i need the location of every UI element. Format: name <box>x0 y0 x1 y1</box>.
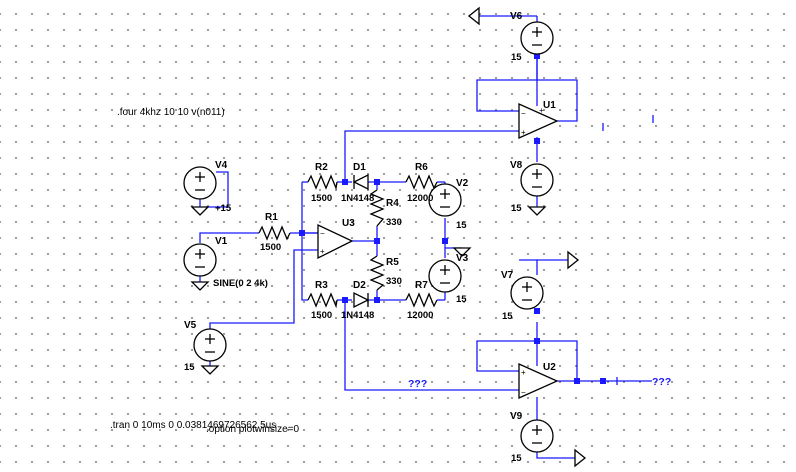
resistor-r2[interactable] <box>307 174 338 191</box>
label-v3-ref: V3 <box>456 253 469 264</box>
label-r4-ref: R4 <box>386 198 399 209</box>
voltage-source-v3[interactable] <box>428 259 462 293</box>
label-u3-ref: U3 <box>342 218 355 229</box>
label-r6-ref: R6 <box>415 162 428 173</box>
label-v6-ref: V6 <box>510 11 523 22</box>
label-v7-value: 15 <box>502 311 513 322</box>
label-d2-value: 1N4148 <box>341 310 374 321</box>
opamp-u3[interactable]: − + <box>317 223 354 260</box>
label-r2-ref: R2 <box>315 162 328 173</box>
label-v5-ref: V5 <box>184 320 197 331</box>
label-u2-ref: U2 <box>543 362 556 373</box>
label-v5-value: 15 <box>184 362 195 373</box>
label-v6-value: 15 <box>511 52 522 63</box>
resistor-r5[interactable] <box>369 255 385 291</box>
junctions <box>299 53 606 384</box>
label-r7-value: 12000 <box>407 310 433 321</box>
labels: V6 15 U1 V8 15 V4 +15 V1 SINE(0 2 4k) V5… <box>110 11 671 464</box>
svg-text:−: − <box>521 109 526 118</box>
voltage-source-v4[interactable] <box>183 166 217 200</box>
net-label-1: ??? <box>408 378 427 390</box>
voltage-source-v5[interactable] <box>193 328 227 362</box>
opamp-u1[interactable]: − + + <box>518 102 559 140</box>
label-r2-value: 1500 <box>311 193 332 204</box>
resistor-r3[interactable] <box>307 292 338 309</box>
label-d2-ref: D2 <box>353 280 366 291</box>
voltage-source-v8[interactable] <box>520 163 554 197</box>
resistor-r1[interactable] <box>258 225 291 241</box>
resistor-r6[interactable] <box>405 174 438 190</box>
label-v7-ref: V7 <box>501 270 514 281</box>
resistor-r4[interactable] <box>369 189 385 227</box>
svg-text:+: + <box>521 368 526 377</box>
ground-symbols <box>191 6 587 468</box>
voltage-source-v1[interactable] <box>183 243 217 277</box>
svg-text:+: + <box>521 128 526 137</box>
label-r5-ref: R5 <box>386 257 399 268</box>
label-v1-value: SINE(0 2 4k) <box>213 278 268 289</box>
label-v9-value: 15 <box>511 453 522 464</box>
label-v4-ref: V4 <box>215 160 228 171</box>
label-v4-value: +15 <box>215 203 232 214</box>
svg-text:−: − <box>320 229 325 238</box>
label-r7-ref: R7 <box>415 280 428 291</box>
label-r3-ref: R3 <box>315 280 328 291</box>
label-v1-ref: V1 <box>215 236 228 247</box>
opamp-u2[interactable]: + − <box>518 362 559 400</box>
svg-text:+: + <box>320 247 325 256</box>
label-v8-value: 15 <box>511 203 522 214</box>
directive-four: .four 4khz 10 10 v(n011) <box>117 107 225 118</box>
diode-d1[interactable] <box>352 173 369 191</box>
label-r3-value: 1500 <box>311 310 332 321</box>
svg-text:−: − <box>521 388 526 397</box>
label-r5-value: 330 <box>386 276 402 287</box>
directive-tran: .tran 0 10ms 0 0.0381469726562 5us <box>110 420 276 431</box>
net-label-2: ??? <box>652 376 671 388</box>
svg-text:+: + <box>539 106 544 115</box>
label-r6-value: 12000 <box>407 193 433 204</box>
resistor-r7[interactable] <box>405 292 438 308</box>
label-d1-value: 1N4148 <box>341 193 374 204</box>
diode-d2[interactable] <box>353 291 370 309</box>
label-v3-value: 15 <box>456 294 467 305</box>
label-v9-ref: V9 <box>510 411 523 422</box>
label-v2-ref: V2 <box>456 178 469 189</box>
voltage-source-v9[interactable] <box>520 419 554 453</box>
label-v2-value: 15 <box>456 220 467 231</box>
label-r1-ref: R1 <box>265 212 278 223</box>
label-r4-value: 330 <box>386 217 402 228</box>
label-u1-ref: U1 <box>543 100 556 111</box>
voltage-source-v7[interactable] <box>510 276 544 310</box>
voltage-source-v6[interactable] <box>520 21 554 55</box>
label-d1-ref: D1 <box>353 162 366 173</box>
directive-options: .option plotwinsize=0 <box>206 424 300 435</box>
label-v8-ref: V8 <box>510 160 523 171</box>
label-r1-value: 1500 <box>260 242 281 253</box>
